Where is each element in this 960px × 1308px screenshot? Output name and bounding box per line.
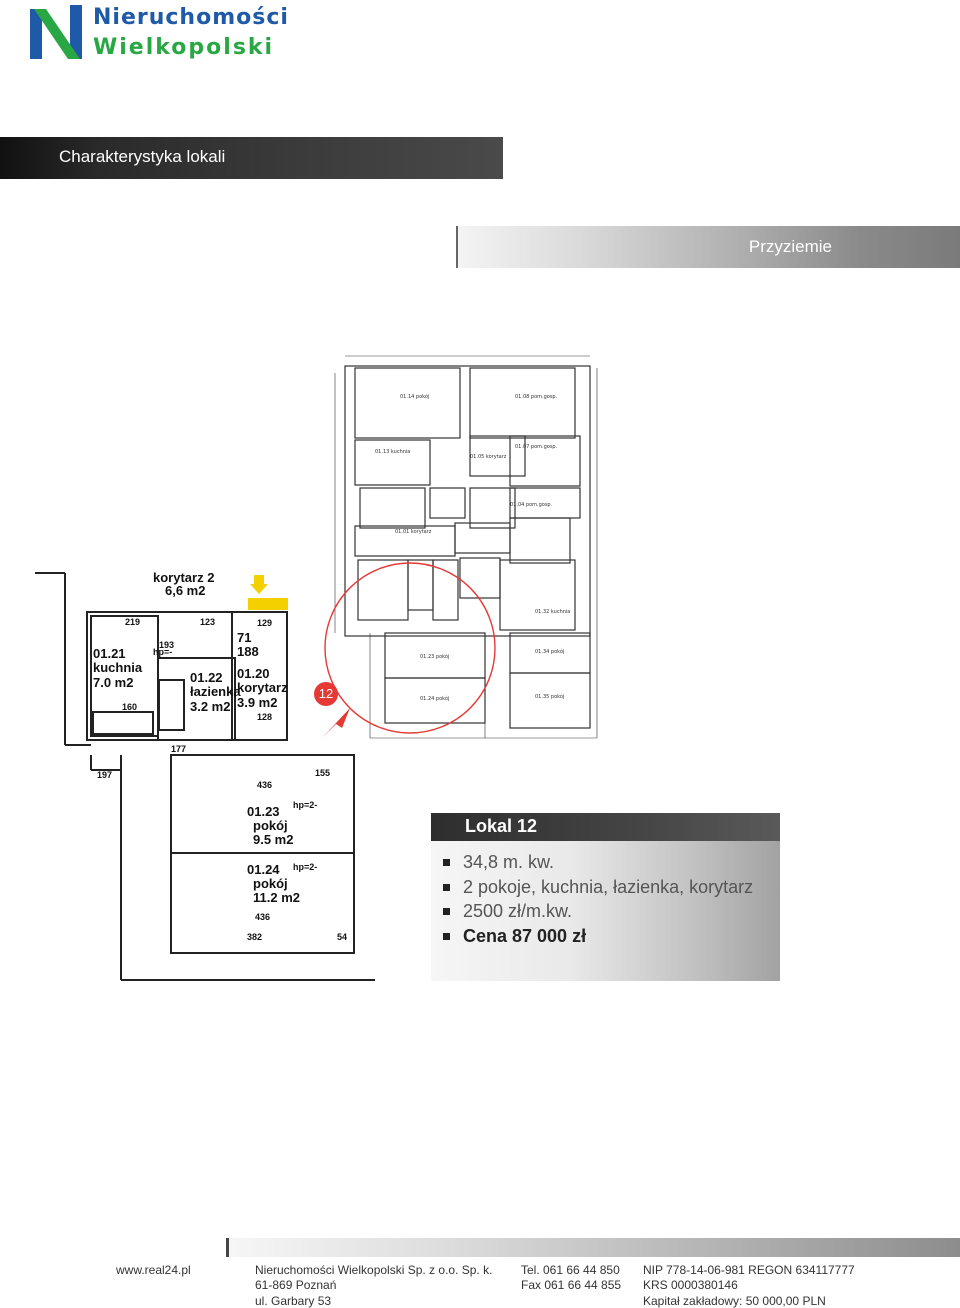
svg-text:129: 129 — [257, 618, 272, 628]
lokal-marker-label: 12 — [318, 686, 334, 701]
svg-text:01.32 kuchnia: 01.32 kuchnia — [535, 609, 570, 615]
footer-nip-regon: NIP 778-14-06-981 REGON 634117777 — [643, 1263, 855, 1277]
svg-text:kuchnia: kuchnia — [93, 660, 143, 675]
svg-text:3.9 m2: 3.9 m2 — [237, 695, 277, 710]
svg-text:01.35 pokój: 01.35 pokój — [535, 693, 564, 700]
svg-text:01.23 pokój: 01.23 pokój — [420, 653, 449, 660]
svg-text:łazienka: łazienka — [190, 684, 241, 699]
svg-text:54: 54 — [337, 932, 347, 942]
svg-text:382: 382 — [247, 932, 262, 942]
svg-text:01.23: 01.23 — [247, 804, 280, 819]
lokal-info-box: Lokal 12 34,8 m. kw. 2 pokoje, kuchnia, … — [431, 813, 780, 981]
svg-text:436: 436 — [255, 912, 270, 922]
zoom-top-area: 6,6 m2 — [165, 583, 205, 598]
svg-text:01.04 pom.gosp.: 01.04 pom.gosp. — [510, 502, 553, 508]
lokal-total-price: Cena 87 000 zł — [441, 924, 753, 949]
footer-street: ul. Garbary 53 — [255, 1294, 332, 1308]
svg-text:11.2 m2: 11.2 m2 — [253, 890, 300, 905]
lokal-area: 34,8 m. kw. — [441, 850, 753, 875]
svg-text:01.01 korytarz: 01.01 korytarz — [395, 529, 432, 535]
svg-text:korytarz 2: korytarz 2 — [153, 570, 214, 585]
logo-text-line1: Nieruchomości — [93, 5, 289, 30]
svg-text:71: 71 — [237, 630, 251, 645]
footer-krs: KRS 0000380146 — [643, 1278, 738, 1292]
section-bar: Przyziemie — [456, 226, 960, 268]
svg-text:01.05 korytarz: 01.05 korytarz — [470, 454, 507, 460]
footer-city: 61-869 Poznań — [255, 1278, 337, 1292]
svg-text:korytarz: korytarz — [237, 680, 288, 695]
svg-text:436: 436 — [257, 780, 272, 790]
footer-fax: Fax 061 66 44 855 — [521, 1278, 622, 1292]
logo-text-line2: Wielkopolski — [93, 35, 275, 60]
svg-text:123: 123 — [200, 617, 215, 627]
svg-text:160: 160 — [122, 702, 137, 712]
svg-text:219: 219 — [125, 617, 140, 627]
svg-text:01.34 pokój: 01.34 pokój — [535, 648, 564, 655]
svg-text:01.14 pokój: 01.14 pokój — [400, 393, 429, 400]
section-title: Przyziemie — [748, 237, 832, 256]
lokal-title: Lokal 12 — [465, 816, 538, 836]
svg-text:7.0 m2: 7.0 m2 — [93, 675, 133, 690]
floor-plan-overview: 01.14 pokój 01.08 pom.gosp. 01.13 kuchni… — [324, 355, 598, 739]
svg-text:193: 193 — [159, 640, 174, 650]
svg-text:hp=-: hp=- — [153, 647, 172, 657]
page-title: Charakterystyka lokali — [59, 147, 226, 166]
svg-text:01.21: 01.21 — [93, 646, 126, 661]
svg-text:01.08 pom.gosp.: 01.08 pom.gosp. — [515, 394, 558, 400]
svg-text:hp=2-: hp=2- — [293, 862, 317, 872]
svg-text:01.24 pokój: 01.24 pokój — [420, 695, 449, 702]
footer-capital: Kapitał zakładowy: 50 000,00 PLN — [643, 1294, 826, 1308]
svg-text:01.07 pom.gosp.: 01.07 pom.gosp. — [515, 444, 558, 450]
svg-text:01.13 kuchnia: 01.13 kuchnia — [375, 449, 410, 455]
logo-n-icon — [30, 5, 82, 59]
lokal-details-list: 34,8 m. kw. 2 pokoje, kuchnia, łazienka,… — [441, 850, 753, 948]
footer-bar — [226, 1238, 960, 1257]
svg-text:3.2 m2: 3.2 m2 — [190, 699, 230, 714]
company-logo: Nieruchomości Wielkopolski — [30, 5, 288, 65]
svg-text:177: 177 — [171, 744, 186, 754]
svg-text:128: 128 — [257, 712, 272, 722]
svg-text:01.24: 01.24 — [247, 862, 280, 877]
svg-text:155: 155 — [315, 768, 330, 778]
svg-text:pokój: pokój — [253, 876, 288, 891]
page-header-bar: Charakterystyka lokali — [0, 137, 503, 179]
footer-website-link[interactable]: www.real24.pl — [116, 1263, 191, 1277]
lokal-info-header: Lokal 12 — [431, 813, 780, 841]
lokal-marker-icon — [314, 682, 350, 738]
svg-text:hp=2-: hp=2- — [293, 800, 317, 810]
lokal-rooms: 2 pokoje, kuchnia, łazienka, korytarz — [441, 875, 753, 900]
footer-company: Nieruchomości Wielkopolski Sp. z o.o. Sp… — [255, 1263, 493, 1277]
svg-text:188: 188 — [237, 644, 259, 659]
svg-text:01.22: 01.22 — [190, 670, 223, 685]
floor-plan-detail: korytarz 2 6,6 m2 01.21 kuchnia 7.0 m2 0… — [35, 570, 375, 981]
svg-text:9.5 m2: 9.5 m2 — [253, 832, 293, 847]
footer-tel: Tel. 061 66 44 850 — [521, 1263, 620, 1277]
svg-text:pokój: pokój — [253, 818, 288, 833]
svg-text:197: 197 — [97, 770, 112, 780]
svg-text:01.20: 01.20 — [237, 666, 270, 681]
lokal-price-per-m2: 2500 zł/m.kw. — [441, 899, 753, 924]
